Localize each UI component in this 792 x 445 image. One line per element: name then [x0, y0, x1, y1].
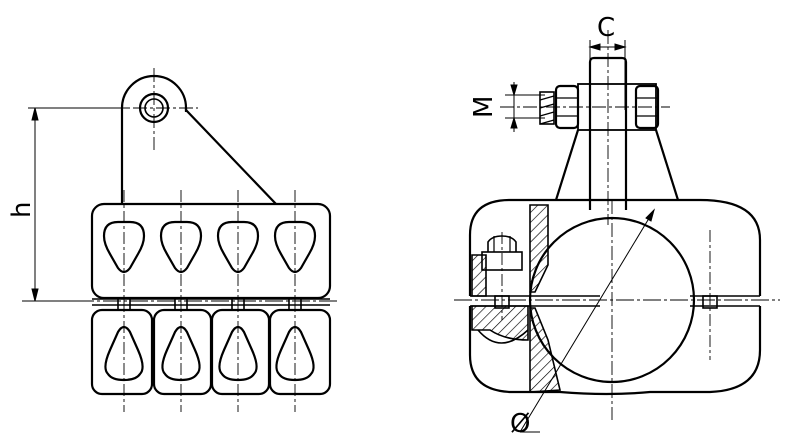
- diameter-label: Ø: [510, 409, 530, 439]
- clamp-outer-body: [468, 198, 762, 396]
- section-hatch-left-lower: [471, 305, 529, 341]
- inner-clamp-nut: [477, 232, 529, 344]
- upper-clamp-body: [90, 202, 332, 300]
- upper-cell-1: [102, 190, 146, 300]
- front-view: [454, 30, 780, 433]
- hanger-lug: [110, 68, 277, 205]
- lug-plates: [554, 30, 680, 225]
- section-hatch-upper: [529, 204, 549, 293]
- lower-segment-3: [210, 300, 271, 412]
- thread-m-label: M: [469, 96, 499, 118]
- diameter-leader: [519, 208, 655, 433]
- upper-cell-3: [216, 190, 260, 300]
- side-view: [22, 68, 340, 412]
- lower-segment-4: [268, 300, 332, 412]
- section-hatch-lower: [529, 307, 561, 393]
- right-side-bolt: [702, 230, 718, 360]
- upper-cell-2: [159, 190, 203, 300]
- width-c-dimension: [588, 40, 627, 110]
- lower-segment-2: [152, 300, 213, 412]
- upper-cell-4: [273, 190, 317, 300]
- lower-segment-1: [90, 300, 154, 412]
- height-label: h: [7, 202, 37, 218]
- lug-bolt: [500, 83, 670, 131]
- section-hatch-left: [471, 254, 487, 297]
- width-c-label: C: [597, 13, 615, 43]
